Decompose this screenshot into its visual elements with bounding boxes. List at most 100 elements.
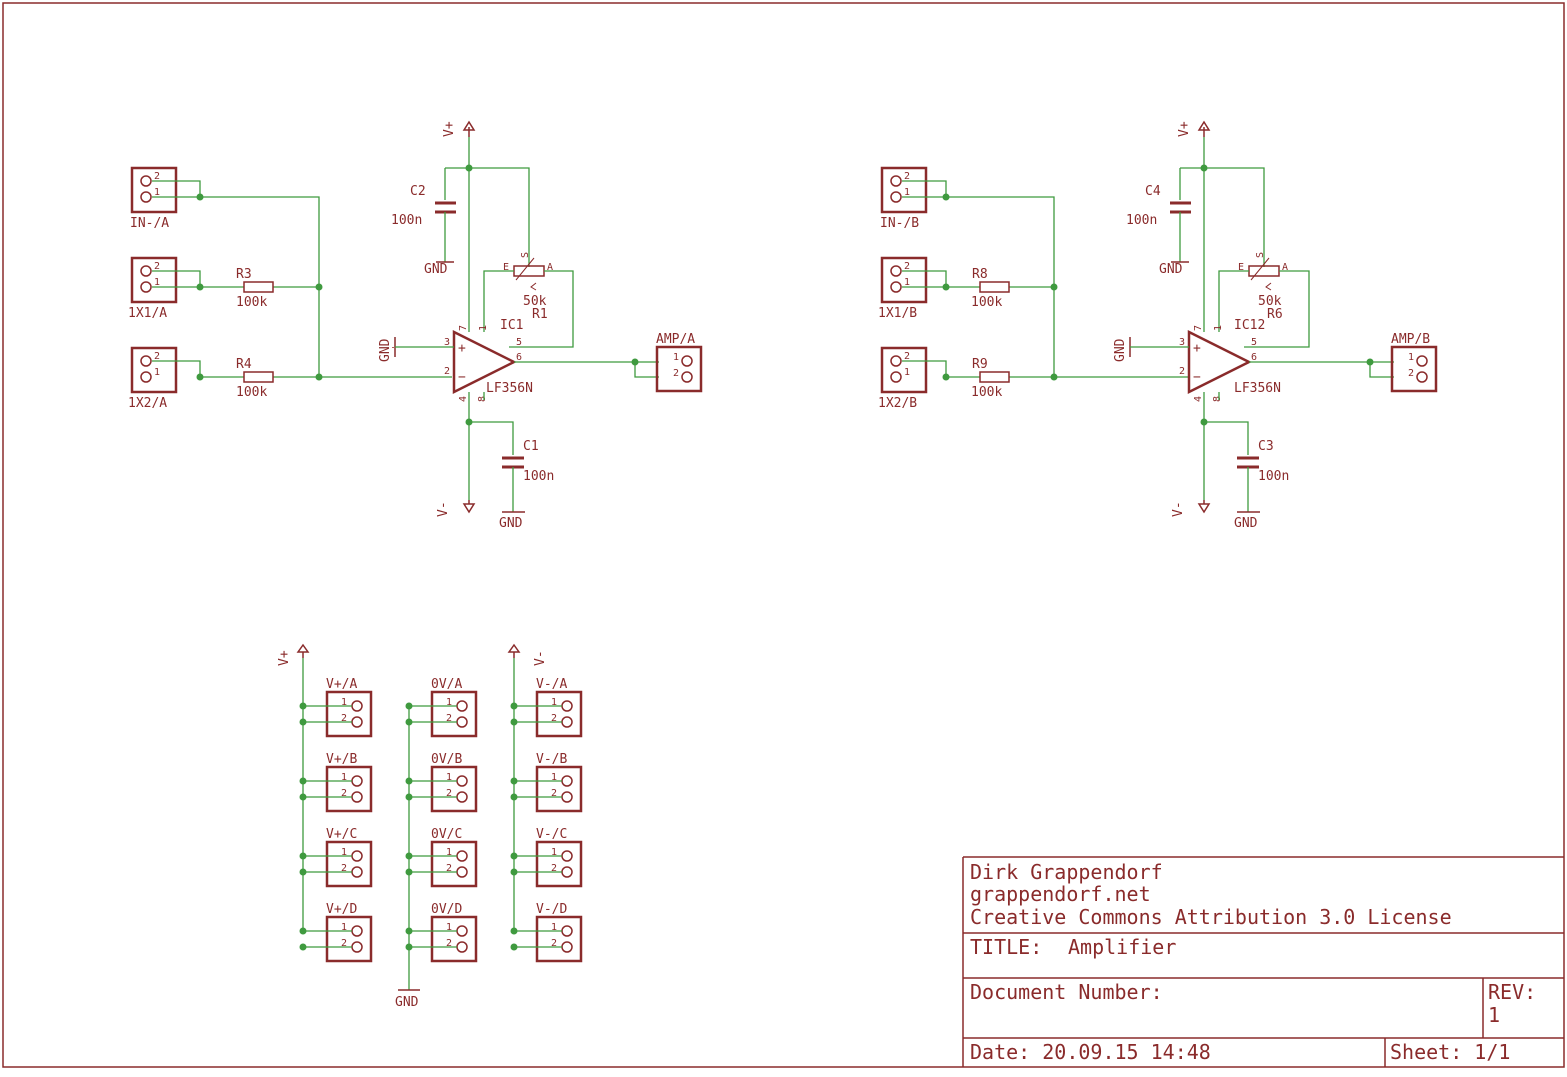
pin-label: 2 (673, 368, 679, 379)
connector-label: 1X2/B (878, 396, 917, 411)
ic-value: LF356N (1234, 381, 1281, 396)
connector-in-minus-b[interactable]: 2 1 IN-/B (880, 166, 928, 231)
site: grappendorf.net (970, 882, 1151, 906)
connector-label: AMP/B (1391, 332, 1430, 347)
pin-label: 2 (551, 938, 557, 949)
author: Dirk Grappendorf (970, 860, 1163, 884)
capacitor-c4[interactable]: C4 100n GND (1126, 184, 1191, 277)
connector-amp-b[interactable]: 1 2 AMP/B (1390, 332, 1438, 393)
resistor-name: R9 (972, 357, 988, 372)
resistor-r9[interactable]: R9 100k (971, 357, 1010, 400)
connector-label: V+/B (326, 752, 357, 767)
cap-name: C4 (1145, 184, 1161, 199)
pin-label: 6 (516, 352, 522, 363)
power-connector[interactable]: 12V+/D (299, 902, 373, 963)
pin-label: 2 (341, 713, 347, 724)
pin-label: 2 (904, 171, 910, 182)
title-label: TITLE: (970, 935, 1042, 959)
capacitor-c3[interactable]: C3 100n GND (1234, 439, 1289, 531)
cap-name: C3 (1258, 439, 1274, 454)
gnd-label: GND (499, 516, 523, 531)
cap-name: C2 (410, 184, 426, 199)
supply-label: V+ (1177, 121, 1192, 137)
offset-wires (1218, 270, 1310, 348)
power-distribution: V+ V- GND 12V+/A12V+/B12V+/C12V+/D120V/A… (277, 643, 583, 1010)
pin-label: A (547, 262, 553, 273)
pin-label: E (503, 262, 509, 273)
gnd-label: GND (1113, 338, 1128, 362)
pin-label: 2 (444, 366, 450, 377)
connector-amp-a[interactable]: 1 2 AMP/A (655, 332, 703, 393)
pin-label: 2 (154, 171, 160, 182)
capacitor-c2[interactable]: C2 100n GND (391, 184, 456, 277)
resistor-r4[interactable]: R4 100k (236, 357, 274, 400)
supply-label: V+ (442, 121, 457, 137)
title-block: Dirk Grappendorf grappendorf.net Creativ… (962, 856, 1564, 1067)
rev-label: REV: (1488, 980, 1536, 1004)
connector-label: IN-/B (880, 216, 919, 231)
connector-1x2-a[interactable]: 2 1 1X2/A (128, 346, 178, 411)
connector-1x1-a[interactable]: 2 1 1X1/A (128, 256, 178, 321)
ic-name: IC12 (1234, 318, 1265, 333)
connector-1x2-b[interactable]: 2 1 1X2/B (878, 346, 928, 411)
pin-label: 1 (341, 697, 347, 708)
power-connector[interactable]: 12V-/A (510, 677, 583, 738)
opamp-ic1[interactable]: + − 3 2 7 1 4 8 5 6 IC1 LF356N GND (378, 318, 533, 402)
connector-in-minus-a[interactable]: 2 1 IN-/A (130, 166, 178, 231)
vminus-wires (1203, 392, 1249, 500)
resistor-value: 100k (971, 295, 1002, 310)
pin-label: 1 (154, 187, 160, 198)
pot-value: 50k (1258, 294, 1282, 309)
pin-label: 1 (551, 697, 557, 708)
pin-minus: − (458, 370, 466, 385)
cap-name: C1 (523, 439, 539, 454)
connector-label: AMP/A (656, 332, 695, 347)
pin-label: 2 (341, 938, 347, 949)
power-connector[interactable]: 12V-/D (510, 902, 583, 963)
pin-label: 1 (1213, 325, 1224, 331)
pin-label: 1 (446, 772, 452, 783)
pin-label: 1 (904, 367, 910, 378)
output-wire (514, 361, 659, 378)
connector-label: V-/D (536, 902, 567, 917)
resistor-r3[interactable]: R3 100k (236, 267, 274, 310)
pin-label: 1 (446, 847, 452, 858)
pin-label: S (520, 252, 531, 258)
pin-label: 2 (446, 863, 452, 874)
gnd-label: GND (1159, 262, 1183, 277)
pin-label: 1 (154, 277, 160, 288)
potentiometer-r1[interactable]: E A S 50k R1 (503, 252, 553, 322)
power-connector[interactable]: 12V+/A (299, 677, 373, 738)
gnd-label: GND (378, 338, 393, 362)
supply-label: V+ (277, 650, 292, 666)
capacitor-c1[interactable]: C1 100n GND (499, 439, 554, 531)
pot-name: R1 (532, 307, 548, 322)
resistor-r8[interactable]: R8 100k (971, 267, 1010, 310)
pin-label: 3 (1179, 337, 1185, 348)
pin-label: 2 (1408, 368, 1414, 379)
sheet-number: Sheet: 1/1 (1390, 1040, 1510, 1064)
ic-value: LF356N (486, 381, 533, 396)
gnd-label: GND (1234, 516, 1258, 531)
connector-label: V+/D (326, 902, 357, 917)
potentiometer-r6[interactable]: E A S 50k R6 (1238, 252, 1288, 322)
power-connector[interactable]: 12V+/C (299, 827, 373, 888)
opamp-ic12[interactable]: + − 3 2 7 1 4 8 5 6 IC12 LF356N GND (1113, 318, 1281, 402)
pot-name: R6 (1267, 307, 1283, 322)
pin-label: 4 (1193, 396, 1204, 402)
pin-label: 7 (458, 325, 469, 331)
pin-label: 2 (904, 261, 910, 272)
rev-value: 1 (1488, 1003, 1500, 1027)
power-connector[interactable]: 12V-/C (510, 827, 583, 888)
power-connector[interactable]: 12V+/B (299, 752, 373, 813)
supply-label: V- (436, 501, 451, 517)
power-connector[interactable]: 12V-/B (510, 752, 583, 813)
connector-1x1-b[interactable]: 2 1 1X1/B (878, 256, 928, 321)
